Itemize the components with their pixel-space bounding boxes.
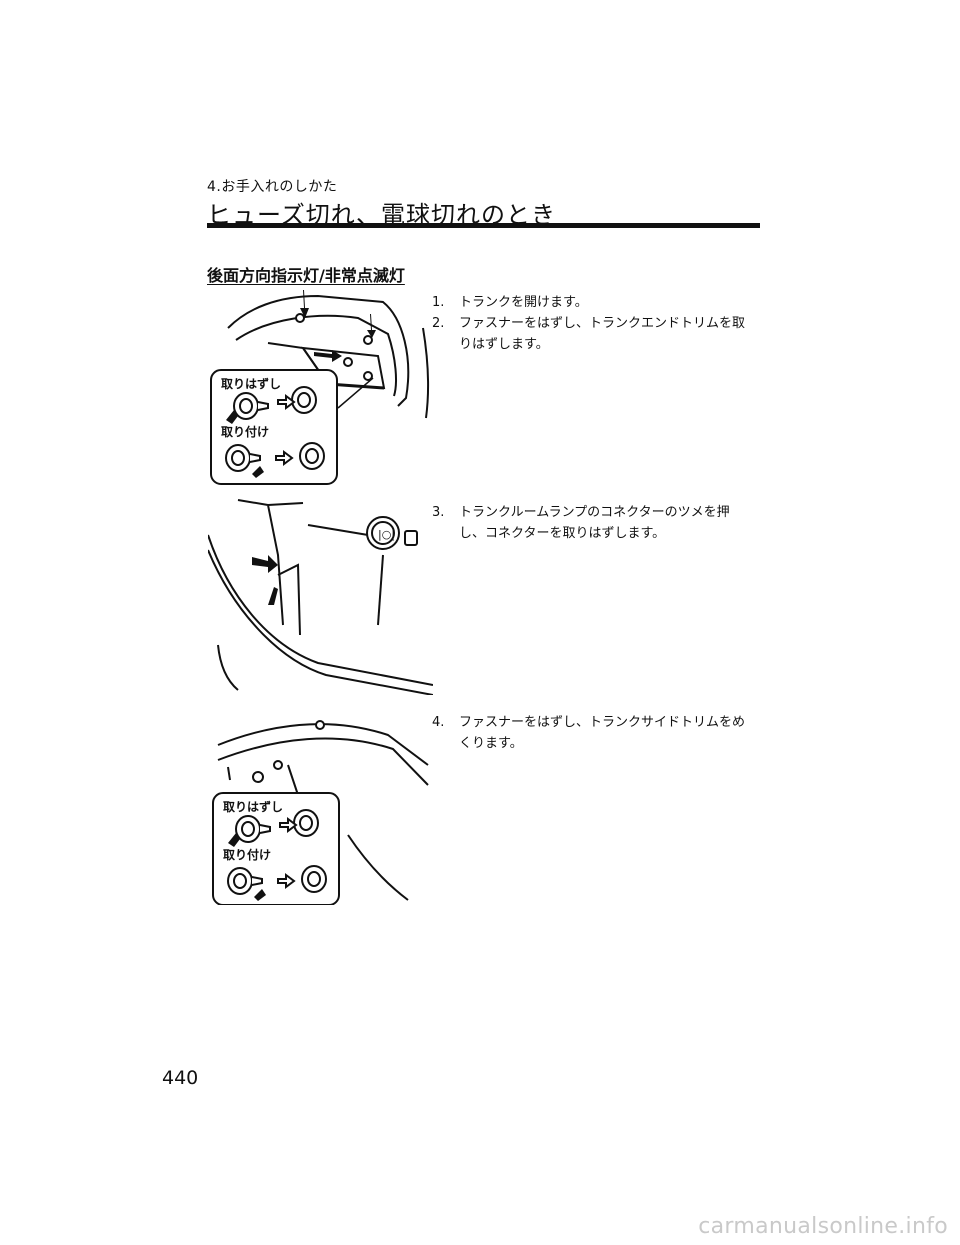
watermark: carmanualsonline.info [698,1214,948,1239]
step-2: 2.ファスナーをはずし、トランクエンドトリムを取りはずします。 [432,316,746,352]
step-3: 3.トランクルームランプのコネクターのツメを押し、コネクターを取りはずします。 [432,505,730,541]
trunk-lamp-connector-illustration: |○| [208,499,433,695]
svg-text:|○|: |○| [378,528,395,541]
fig3-install-label: 取り付け [223,847,271,862]
step-4: 4.ファスナーをはずし、トランクサイドトリムをめくります。 [432,715,746,751]
page-number: 440 [162,1067,199,1089]
trunk-side-trim-illustration: 取りはずし 取り付け [212,720,429,905]
fig3-remove-label: 取りはずし [223,799,283,814]
title-rule [207,223,760,228]
trunk-end-trim-illustration: 取りはずし 取り付け [210,290,430,485]
step-1: 1.トランクを開けます。 [432,295,588,310]
fig1-remove-label: 取りはずし [221,376,281,391]
fig1-install-label: 取り付け [221,424,269,439]
section-title: 後面方向指示灯/非常点滅灯 [207,266,405,285]
chapter-label: 4.お手入れのしかた [207,179,338,195]
